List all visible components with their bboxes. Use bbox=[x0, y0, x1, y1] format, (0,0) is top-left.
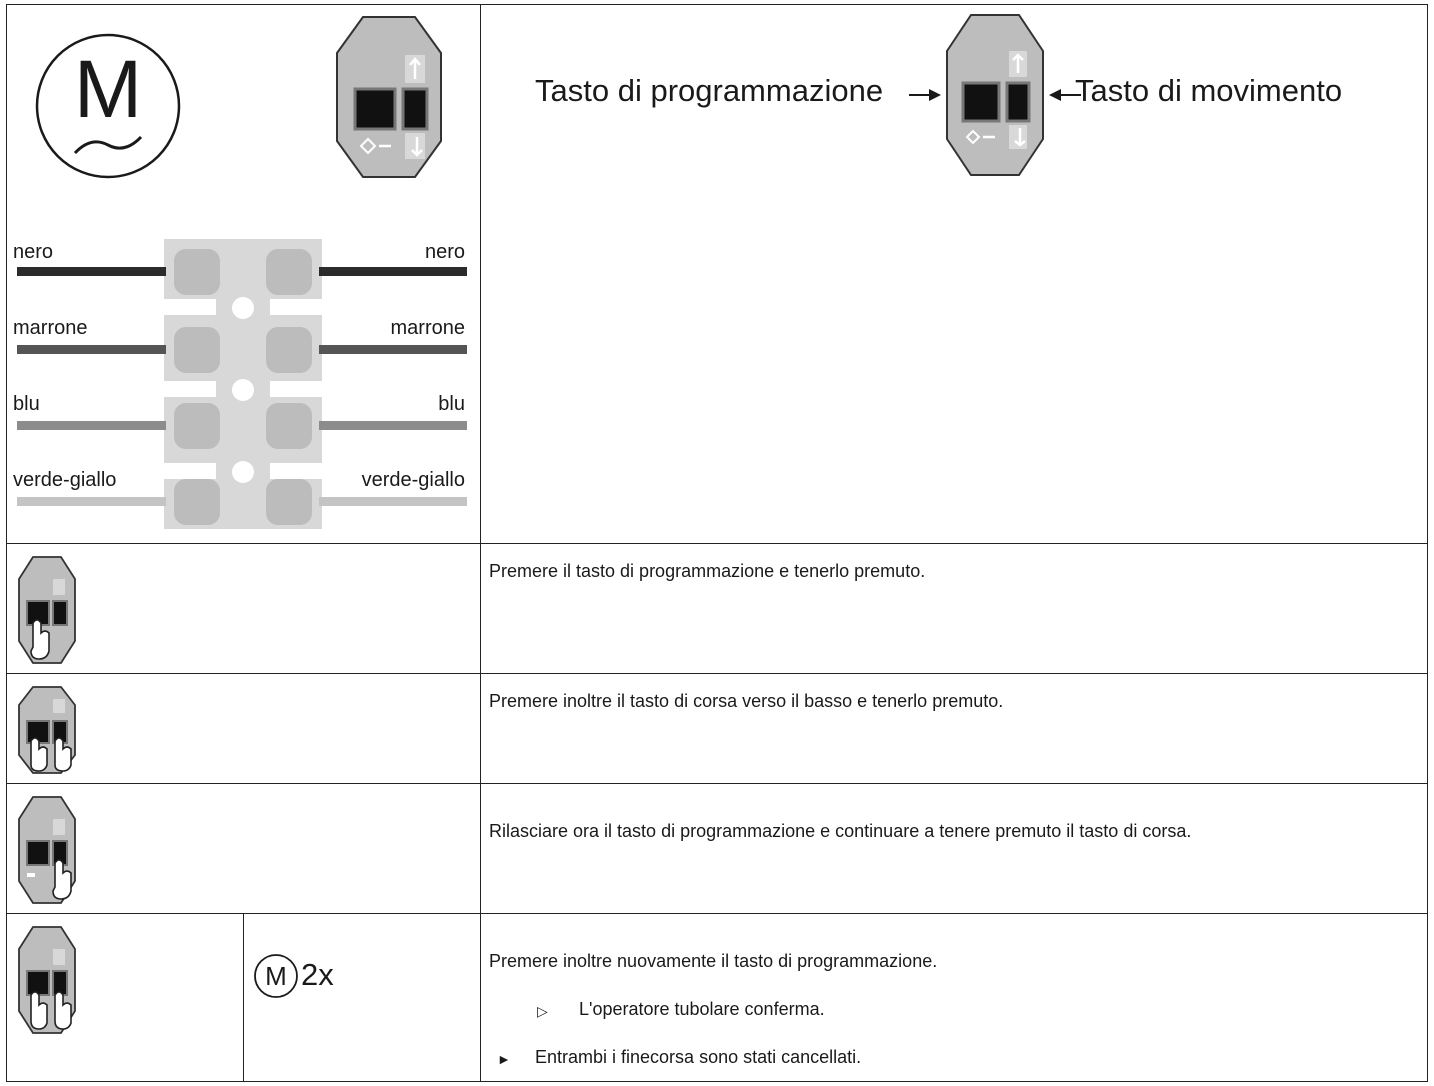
wire-blue-left bbox=[17, 421, 166, 430]
arrow-right-icon bbox=[907, 87, 943, 103]
wire-label-left: blu bbox=[13, 393, 40, 415]
result-text: Entrambi i finecorsa sono stati cancella… bbox=[535, 1047, 862, 1067]
row-divider bbox=[7, 783, 1427, 784]
wire-brown-left bbox=[17, 345, 166, 354]
wire-label-right: verde-giallo bbox=[361, 469, 465, 491]
wire-label-right: blu bbox=[438, 393, 465, 415]
step-text: Premere il tasto di programmazione e ten… bbox=[489, 561, 926, 581]
sub-result-text: L'operatore tubolare conferma. bbox=[579, 999, 825, 1019]
movement-key-label: Tasto di movimento bbox=[1075, 73, 1343, 108]
row-divider bbox=[7, 913, 1427, 914]
row-divider bbox=[7, 673, 1427, 674]
arrow-left-icon bbox=[1047, 87, 1083, 103]
motor-confirm-count: 2x bbox=[301, 957, 334, 992]
terminal-block bbox=[164, 239, 322, 529]
programming-device bbox=[335, 15, 443, 179]
wire-greenyellow-right bbox=[319, 497, 467, 506]
wire-greenyellow-left bbox=[17, 497, 166, 506]
wire-label-right: marrone bbox=[390, 317, 465, 339]
step-text: Premere inoltre il tasto di corsa verso … bbox=[489, 691, 1004, 711]
wire-black-right bbox=[319, 267, 467, 276]
wire-label-right: nero bbox=[424, 241, 465, 263]
device-press-movement-icon bbox=[17, 795, 77, 905]
wire-label-left: marrone bbox=[13, 317, 88, 339]
device-press-programming-icon bbox=[17, 555, 77, 665]
instruction-table: M bbox=[6, 4, 1428, 1082]
wire-brown-right bbox=[319, 345, 467, 354]
step-text: Premere inoltre nuovamente il tasto di p… bbox=[489, 951, 938, 971]
row-divider bbox=[7, 543, 1427, 544]
wire-black-left bbox=[17, 267, 166, 276]
motor-letter: M bbox=[73, 44, 143, 135]
wire-label-left: verde-giallo bbox=[13, 469, 117, 491]
wire-label-left: nero bbox=[13, 241, 54, 263]
cell-divider-motor bbox=[243, 913, 244, 1081]
device-press-both-icon bbox=[17, 685, 77, 775]
programming-device-small bbox=[945, 13, 1045, 177]
motor-confirm-letter: M bbox=[265, 961, 287, 991]
programming-key-label: Tasto di programmazione bbox=[535, 73, 884, 108]
step-text: Rilasciare ora il tasto di programmazion… bbox=[489, 821, 1192, 841]
device-press-both-icon bbox=[17, 925, 77, 1035]
wire-blue-right bbox=[319, 421, 467, 430]
result-bullet-icon: ► bbox=[497, 1051, 511, 1067]
motor-confirm-symbol: M bbox=[253, 953, 299, 999]
motor-symbol: M bbox=[35, 33, 181, 179]
sub-bullet-icon: ▷ bbox=[537, 1003, 548, 1019]
